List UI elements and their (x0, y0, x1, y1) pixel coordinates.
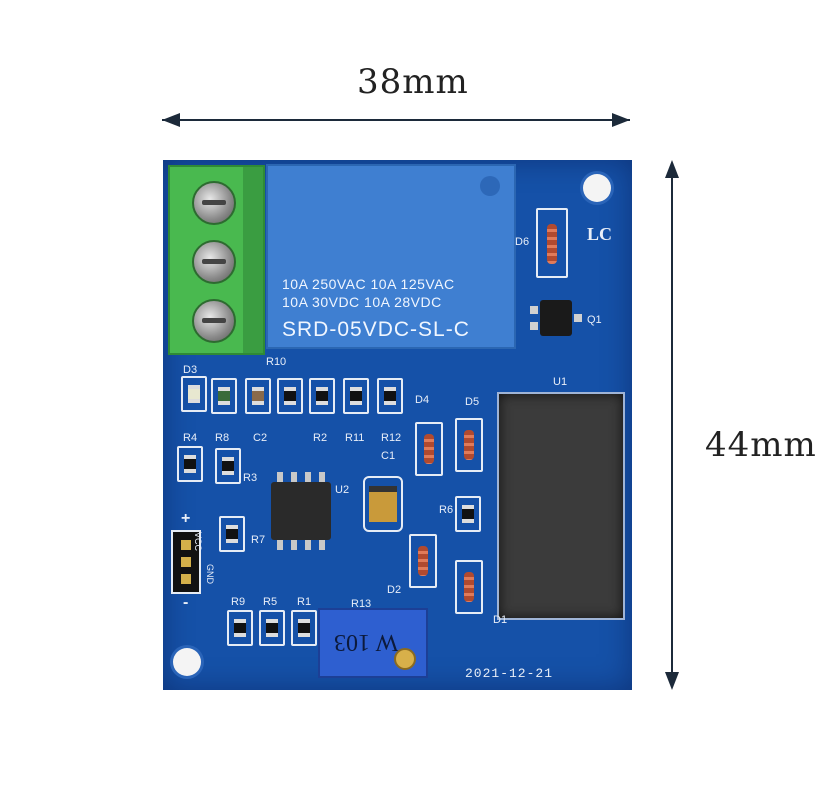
label-r3: R3 (243, 472, 258, 484)
potentiometer-r13[interactable]: W 103 (318, 608, 428, 678)
label-plus: + (181, 510, 191, 527)
height-dimension-arrow (671, 165, 673, 685)
mounting-hole-top-right (583, 174, 611, 202)
arrow-right-head (612, 113, 630, 127)
label-minus: - (183, 594, 189, 611)
terminal-screw-1 (192, 181, 236, 225)
label-r9: R9 (231, 596, 246, 608)
ic-u2 (271, 472, 331, 550)
diode-d6 (536, 208, 568, 278)
label-u1: U1 (553, 376, 568, 388)
resistor-r5 (259, 610, 285, 646)
resistor-r9 (227, 610, 253, 646)
board-logo: LC (587, 224, 613, 244)
led-d3 (181, 376, 207, 412)
pot-marking: W 103 (334, 629, 399, 655)
diode-d5 (455, 418, 483, 472)
resistor-r2 (309, 378, 335, 414)
label-r12: R12 (381, 432, 402, 444)
pot-adjust-screw[interactable] (394, 648, 416, 670)
label-r7: R7 (251, 534, 266, 546)
terminal-screw-3 (192, 299, 236, 343)
capacitor-c1 (363, 476, 403, 532)
label-u2: U2 (335, 484, 350, 496)
relay-model: SRD-05VDC-SL-C (282, 318, 470, 341)
arrow-down-head (665, 672, 679, 690)
label-r13: R13 (351, 598, 372, 610)
label-d5: D5 (465, 396, 480, 408)
terminal-side (243, 167, 263, 353)
label-d4: D4 (415, 394, 430, 406)
power-header[interactable] (171, 530, 201, 594)
resistor-r1 (291, 610, 317, 646)
screw-terminal-block (168, 165, 265, 355)
label-vcc: VCC (193, 532, 203, 552)
relay-marker-dot (480, 176, 500, 196)
label-d3: D3 (183, 364, 198, 376)
relay-rating-line-2: 10A 30VDC 10A 28VDC (282, 294, 442, 310)
label-d6: D6 (515, 236, 530, 248)
diode-d1 (455, 560, 483, 614)
label-r2: R2 (313, 432, 328, 444)
resistor-r4 (177, 446, 203, 482)
label-r1: R1 (297, 596, 312, 608)
current-transformer-u1 (497, 392, 625, 620)
resistor-r11 (343, 378, 369, 414)
resistor-r8-top (211, 378, 237, 414)
width-dimension-label: 38mm (357, 62, 469, 102)
resistor-r7 (219, 516, 245, 552)
resistor-r8 (215, 448, 241, 484)
width-dimension-arrow (162, 119, 630, 121)
label-r8: R8 (215, 432, 230, 444)
relay-module-board: 10A 250VAC 10A 125VAC 10A 30VDC 10A 28VD… (163, 160, 632, 690)
label-d2: D2 (387, 584, 402, 596)
height-dimension-label: 44mm (705, 425, 817, 465)
label-c2: C2 (253, 432, 268, 444)
label-r6: R6 (439, 504, 454, 516)
label-r5: R5 (263, 596, 278, 608)
label-d1: D1 (493, 614, 508, 626)
terminal-screw-2 (192, 240, 236, 284)
label-r10: R10 (266, 356, 287, 368)
arrow-up-head (665, 160, 679, 178)
mounting-hole-bottom-left (173, 648, 201, 676)
label-r11: R11 (345, 432, 365, 444)
label-q1: Q1 (587, 314, 602, 326)
capacitor-c2 (245, 378, 271, 414)
resistor-r6 (455, 496, 481, 532)
resistor-r10 (277, 378, 303, 414)
label-r4: R4 (183, 432, 198, 444)
resistor-r12 (377, 378, 403, 414)
arrow-left-head (162, 113, 180, 127)
diode-d4 (415, 422, 443, 476)
board-date: 2021-12-21 (465, 666, 554, 681)
diode-d2 (409, 534, 437, 588)
label-gnd: GND (205, 564, 215, 584)
transistor-q1 (530, 300, 582, 336)
relay: 10A 250VAC 10A 125VAC 10A 30VDC 10A 28VD… (266, 164, 516, 349)
relay-rating-line-1: 10A 250VAC 10A 125VAC (282, 276, 455, 292)
label-c1: C1 (381, 450, 396, 462)
